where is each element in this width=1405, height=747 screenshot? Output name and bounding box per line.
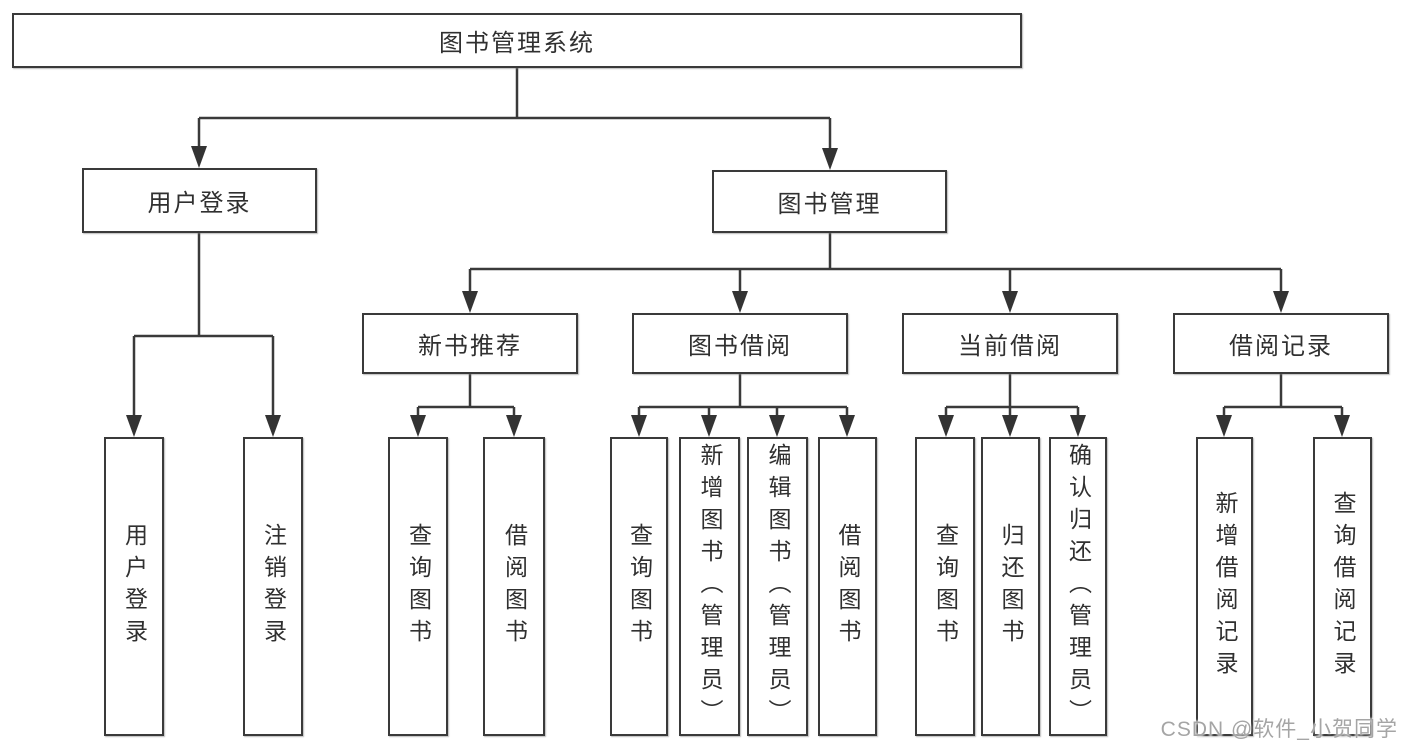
arrow-down-icon	[191, 146, 207, 168]
node-br-query-record: 查询借阅记录	[1313, 437, 1372, 736]
arrow-down-icon	[1070, 415, 1086, 437]
node-label: 借阅图书	[835, 522, 861, 651]
arrow-down-icon	[462, 291, 478, 313]
arrow-down-icon	[126, 415, 142, 437]
arrow-down-icon	[631, 415, 647, 437]
node-book-borrow: 图书借阅	[632, 313, 848, 374]
connector-current-borrow-branch	[944, 374, 1080, 417]
node-bb-borrow-books: 借阅图书	[818, 437, 877, 736]
connector-book-borrow-branch	[637, 374, 849, 417]
node-borrow-records: 借阅记录	[1173, 313, 1389, 374]
node-label: 用户登录	[121, 522, 148, 651]
node-user-login: 用户登录	[82, 168, 317, 233]
node-label: 归还图书	[998, 522, 1024, 651]
arrowheads	[126, 146, 1350, 437]
node-label: 注销登录	[260, 522, 287, 651]
arrow-down-icon	[1334, 415, 1350, 437]
arrow-down-icon	[1002, 415, 1018, 437]
connector-borrow-records-branch	[1222, 374, 1344, 417]
arrow-down-icon	[410, 415, 426, 437]
node-user-login-leaf: 用户登录	[104, 437, 164, 736]
arrow-down-icon	[839, 415, 855, 437]
arrow-down-icon	[701, 415, 717, 437]
node-label: 借阅图书	[501, 522, 528, 651]
node-logout: 注销登录	[243, 437, 303, 736]
arrow-down-icon	[822, 148, 838, 170]
arrow-down-icon	[1216, 415, 1232, 437]
node-nb-query-books: 查询图书	[388, 437, 448, 736]
arrow-down-icon	[938, 415, 954, 437]
watermark: CSDN @软件_小贺同学	[1160, 718, 1398, 741]
arrow-down-icon	[1002, 291, 1018, 313]
node-current-borrow: 当前借阅	[902, 313, 1118, 374]
node-label: 查询借阅记录	[1330, 490, 1356, 683]
arrow-down-icon	[506, 415, 522, 437]
arrow-down-icon	[732, 291, 748, 313]
arrow-down-icon	[265, 415, 281, 437]
node-root-system: 图书管理系统	[12, 13, 1022, 68]
node-bb-query-books: 查询图书	[610, 437, 668, 736]
arrow-down-icon	[769, 415, 785, 437]
connector-new-book-branch	[416, 374, 516, 417]
node-bb-add-books-admin: 新增图书（管理员）	[679, 437, 740, 736]
node-cb-confirm-return-admin: 确认归还（管理员）	[1049, 437, 1107, 736]
node-label: 确认归还（管理员）	[1065, 442, 1092, 731]
connector-user-login-branch	[132, 233, 275, 417]
node-label: 查询图书	[932, 522, 959, 651]
node-cb-return-books: 归还图书	[981, 437, 1040, 736]
connector-book-mgmt-branch	[468, 233, 1283, 293]
node-label: 新增图书（管理员）	[697, 442, 723, 731]
node-new-book-recommend: 新书推荐	[362, 313, 578, 374]
node-nb-borrow-books: 借阅图书	[483, 437, 545, 736]
node-book-management: 图书管理	[712, 170, 947, 233]
arrow-down-icon	[1273, 291, 1289, 313]
node-label: 查询图书	[626, 522, 653, 651]
connector-root-to-level2	[197, 68, 832, 149]
node-label: 编辑图书（管理员）	[765, 442, 791, 731]
node-cb-query-books: 查询图书	[915, 437, 975, 736]
node-br-add-record: 新增借阅记录	[1196, 437, 1253, 736]
node-label: 查询图书	[405, 522, 432, 651]
node-label: 新增借阅记录	[1212, 490, 1238, 683]
node-bb-edit-books-admin: 编辑图书（管理员）	[747, 437, 808, 736]
